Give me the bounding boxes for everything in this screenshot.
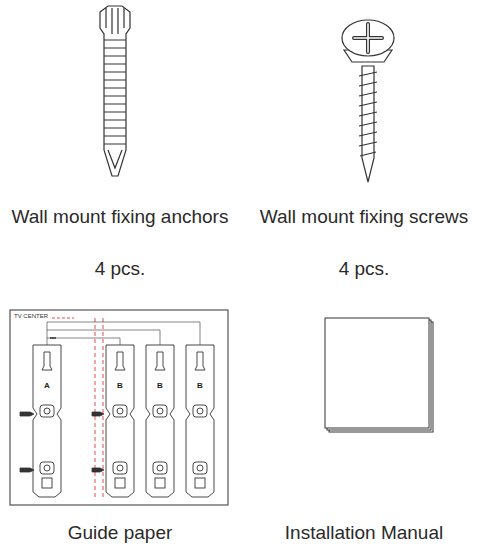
screw-hole bbox=[117, 408, 123, 414]
manual-drawing bbox=[325, 318, 433, 432]
part-name: Wall mount fixing anchors bbox=[10, 204, 230, 230]
screw-slot bbox=[153, 405, 167, 417]
quantity: 4 pcs. bbox=[10, 256, 230, 282]
bracket-letter: B bbox=[153, 382, 167, 390]
screw-slot bbox=[40, 462, 54, 474]
screw-hole bbox=[197, 465, 203, 471]
bracket-letter: B bbox=[113, 382, 127, 390]
screw-hole bbox=[44, 408, 50, 414]
keyhole-slot bbox=[42, 352, 52, 370]
screw-slot bbox=[193, 405, 207, 417]
bracket-tab bbox=[115, 478, 125, 488]
bracket-tab bbox=[195, 478, 205, 488]
keyhole-slot bbox=[195, 352, 205, 370]
bracket-tab bbox=[42, 478, 52, 488]
screw-hole bbox=[197, 408, 203, 414]
keyhole-slot bbox=[155, 352, 165, 370]
quantity: 4 pcs. bbox=[254, 256, 474, 282]
guide-label: TV CENTER bbox=[14, 313, 74, 319]
part-name: Installation Manual bbox=[254, 520, 474, 546]
bracket-outline bbox=[33, 345, 61, 497]
part-name: Guide paper bbox=[10, 520, 230, 546]
screw-slot bbox=[113, 405, 127, 417]
screw-slot bbox=[153, 462, 167, 474]
screw-slot bbox=[193, 462, 207, 474]
guide-paper-drawing bbox=[10, 310, 228, 505]
screw-drawing bbox=[342, 20, 394, 182]
screw-hole bbox=[44, 465, 50, 471]
screw-hole bbox=[117, 465, 123, 471]
screw-slot bbox=[40, 405, 54, 417]
bracket-outline bbox=[106, 345, 134, 497]
screw-hole bbox=[157, 408, 163, 414]
keyhole-slot bbox=[115, 352, 125, 370]
bracket-letter: B bbox=[193, 382, 207, 390]
screw-hole bbox=[157, 465, 163, 471]
bracket-outline bbox=[186, 345, 214, 497]
anchor-drawing bbox=[100, 6, 130, 176]
screw-slot bbox=[113, 462, 127, 474]
part-name: Wall mount fixing screws bbox=[254, 204, 474, 230]
bracket-tab bbox=[155, 478, 165, 488]
bracket-outline bbox=[146, 345, 174, 497]
bracket-letter: A bbox=[40, 382, 54, 390]
